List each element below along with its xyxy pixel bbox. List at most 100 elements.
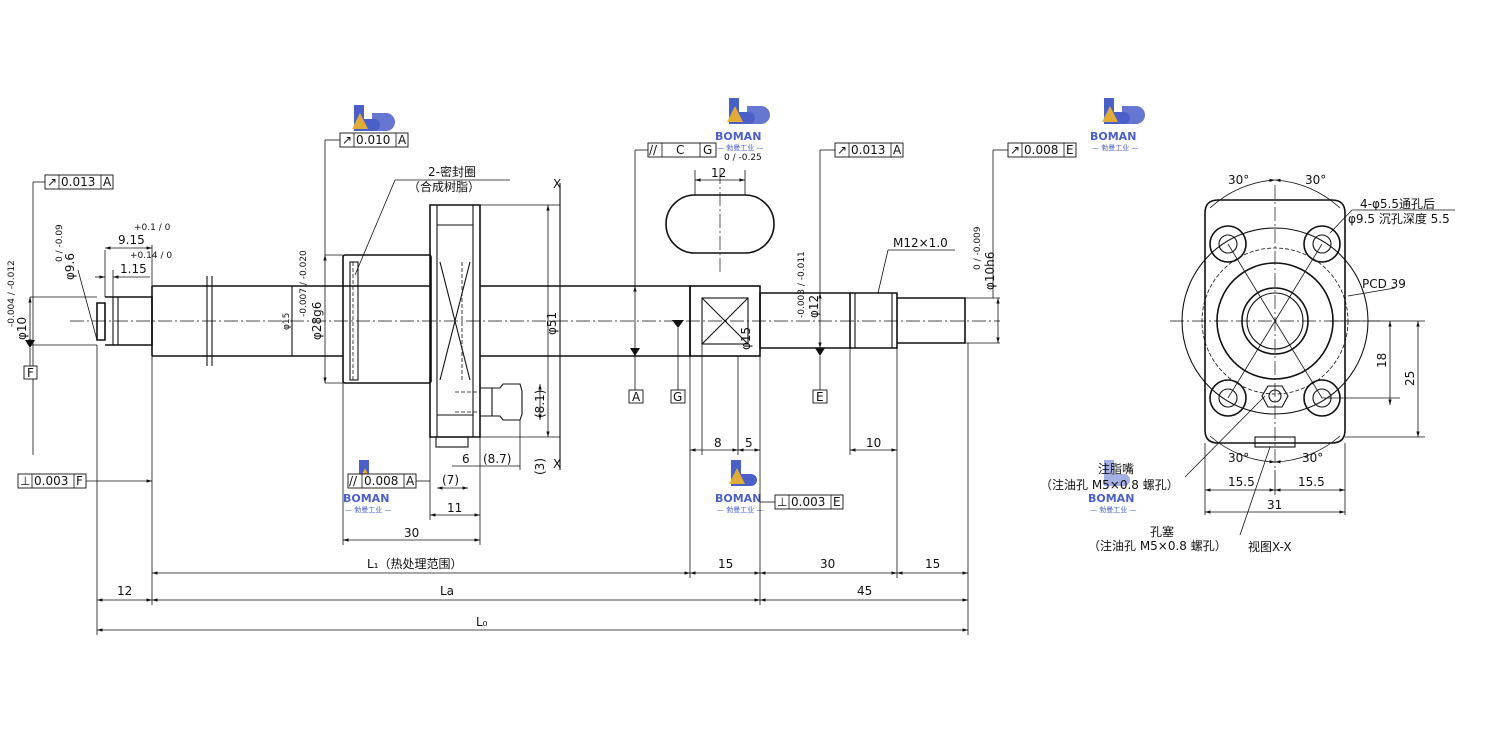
svg-text:↗: ↗	[342, 133, 352, 147]
svg-text:φ9.6: φ9.6	[63, 253, 77, 280]
view-label: 视图X-X	[1248, 539, 1292, 554]
svg-text:31: 31	[1267, 498, 1282, 512]
plug-spec: （注油孔 M5×0.8 螺孔）	[1088, 538, 1227, 553]
logo-subtitle: — 勃曼工业 —	[717, 143, 763, 152]
svg-text:φ15: φ15	[739, 327, 753, 350]
logo-text: BOMAN	[715, 492, 761, 505]
tol-frame-runout-nut: ↗ 0.010 A	[324, 132, 409, 255]
svg-text:⊥: ⊥	[20, 474, 30, 488]
logo-text: BOMAN	[715, 130, 761, 143]
svg-text:15.5: 15.5	[1298, 475, 1325, 489]
svg-text:10: 10	[866, 436, 881, 450]
svg-text:45: 45	[857, 584, 872, 598]
svg-text://: //	[349, 474, 358, 488]
svg-text:+0.1 / 0: +0.1 / 0	[134, 223, 171, 233]
section-mark-top: X	[553, 177, 561, 191]
logo-text: BOMAN	[1090, 130, 1136, 143]
svg-text:⊥: ⊥	[777, 495, 787, 509]
svg-text:φ51: φ51	[545, 312, 559, 335]
svg-text:30°: 30°	[1305, 173, 1326, 187]
seal-label: 2-密封圈	[428, 164, 476, 179]
dimension-lines	[28, 170, 1455, 635]
datum-G: G	[670, 320, 686, 404]
svg-text:0 / -0.009: 0 / -0.009	[973, 226, 983, 270]
svg-text:8: 8	[714, 436, 722, 450]
L0-label: L₀	[476, 615, 488, 629]
svg-text:A: A	[406, 474, 415, 488]
svg-text:0.010: 0.010	[356, 133, 390, 147]
logo-watermark-1	[352, 105, 395, 131]
svg-text:11: 11	[447, 501, 462, 515]
svg-text:F: F	[76, 474, 83, 488]
svg-text:0.003: 0.003	[34, 474, 68, 488]
svg-text:(8.7): (8.7)	[483, 452, 511, 466]
svg-text:↗: ↗	[1010, 143, 1020, 157]
logo-subtitle: — 勃曼工业 —	[1092, 143, 1138, 152]
svg-text:30: 30	[820, 557, 835, 571]
svg-text:12: 12	[117, 584, 132, 598]
dimension-text: 9.15 +0.1 / 0 1.15 +0.14 / 0 φ9.6 0 / -0…	[7, 153, 1417, 598]
svg-text:E: E	[833, 495, 841, 509]
svg-text:E: E	[1066, 143, 1074, 157]
pcd-label: PCD 39	[1362, 277, 1406, 291]
logo-watermark-2: BOMAN — 勃曼工业 —	[715, 98, 770, 152]
logo-watermark-5: BOMAN — 勃曼工业 —	[715, 460, 763, 514]
svg-text:E: E	[816, 390, 824, 404]
bolt-hole-tl	[1209, 225, 1247, 263]
seal-material-label: （合成树脂）	[408, 179, 480, 194]
svg-text:↗: ↗	[47, 175, 57, 189]
bolt-hole-bl	[1209, 379, 1247, 417]
svg-text:0.013: 0.013	[851, 143, 885, 157]
datum-F: F	[23, 340, 38, 380]
labels: 2-密封圈 （合成树脂） X X M12×1.0 视图X-X 4-φ5.5通孔后…	[367, 164, 1450, 629]
svg-text:0.008: 0.008	[1024, 143, 1058, 157]
svg-text:15.5: 15.5	[1228, 475, 1255, 489]
svg-text:30°: 30°	[1228, 173, 1249, 187]
svg-text:A: A	[632, 390, 641, 404]
svg-text:φ10h6: φ10h6	[983, 252, 997, 290]
svg-text:15: 15	[925, 557, 940, 571]
svg-text:φ28g6: φ28g6	[310, 302, 324, 340]
svg-text:0.013: 0.013	[61, 175, 95, 189]
tol-frame-runout-left: ↗ 0.013 A	[32, 174, 114, 455]
svg-text:A: A	[893, 143, 902, 157]
tol-frame-perp-right: ⊥ 0.003 E	[760, 494, 844, 510]
svg-text:0.003: 0.003	[791, 495, 825, 509]
bolt-hole-tr	[1303, 225, 1341, 263]
svg-text:-0.007 / -0.020: -0.007 / -0.020	[299, 250, 309, 317]
svg-text:A: A	[103, 175, 112, 189]
flange-end-view	[1170, 185, 1380, 470]
logo-watermark-3: BOMAN — 勃曼工业 —	[1090, 98, 1145, 152]
screw-shaft	[96, 276, 966, 366]
svg-text:φ10: φ10	[15, 317, 29, 340]
svg-text:0 / -0.09: 0 / -0.09	[55, 224, 65, 262]
ball-nut	[342, 204, 523, 448]
datum-E: E	[812, 348, 828, 404]
L1-label: L₁（热处理范围）	[367, 557, 463, 571]
svg-text:0 / -0.25: 0 / -0.25	[724, 153, 762, 163]
logo-subtitle: — 勃曼工业 —	[345, 505, 391, 514]
svg-text:F: F	[27, 366, 34, 380]
svg-text:φ15: φ15	[282, 313, 292, 330]
logo-text: BOMAN	[343, 492, 389, 505]
grease-nipple-spec: （注油孔 M5×0.8 螺孔）	[1040, 477, 1179, 492]
svg-text:30°: 30°	[1228, 451, 1249, 465]
svg-text:+0.14 / 0: +0.14 / 0	[130, 251, 172, 261]
svg-text:C: C	[676, 143, 684, 157]
tol-frame-runout-mid: ↗ 0.013 A	[819, 142, 904, 293]
svg-text:G: G	[703, 143, 712, 157]
svg-text://: //	[649, 143, 658, 157]
La-label: La	[440, 584, 454, 598]
plug-label: 孔塞	[1150, 524, 1174, 539]
svg-text:φ12: φ12	[807, 295, 821, 318]
logo-text: BOMAN	[1088, 492, 1134, 505]
svg-text:A: A	[398, 133, 407, 147]
svg-text:0.008: 0.008	[364, 474, 398, 488]
svg-text:5: 5	[745, 436, 753, 450]
datum-A: A	[628, 348, 644, 404]
tol-frame-runout-right: ↗ 0.008 E	[992, 142, 1077, 298]
svg-text:-0.003 / -0.011: -0.003 / -0.011	[797, 251, 807, 318]
logo-subtitle: — 勃曼工业 —	[717, 505, 763, 514]
grease-nipple-label: 注脂嘴	[1098, 461, 1134, 476]
